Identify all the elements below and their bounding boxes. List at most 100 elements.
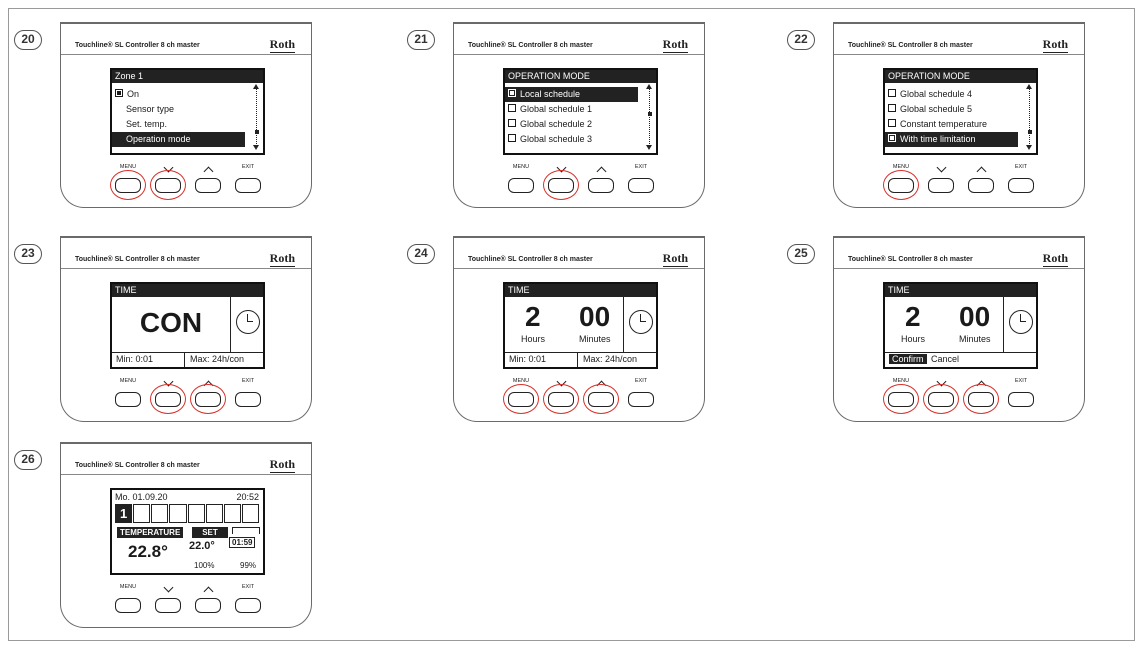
chevron-down-icon	[936, 162, 947, 173]
menu-item[interactable]: Local schedule	[505, 87, 638, 102]
up-button[interactable]	[195, 178, 221, 193]
screen-header: Zone 1	[112, 70, 263, 83]
exit-button[interactable]	[235, 598, 261, 613]
up-button[interactable]	[588, 178, 614, 193]
scroll-thumb	[648, 112, 652, 116]
menu-button[interactable]	[115, 392, 141, 407]
menu-item[interactable]: Global schedule 3	[505, 132, 656, 147]
step-number: 24	[407, 244, 435, 264]
controller-device: Touchline® SL Controller 8 ch master Roth…	[453, 236, 705, 422]
exit-button[interactable]	[1008, 178, 1034, 193]
step-number: 23	[14, 244, 42, 264]
menu-item[interactable]: Global schedule 1	[505, 102, 656, 117]
hours-label: Hours	[521, 334, 546, 344]
menu-item[interactable]: On	[112, 87, 263, 102]
time-label: 20:52	[236, 492, 259, 502]
zone-cell[interactable]	[223, 504, 241, 523]
brand-logo: Roth	[662, 251, 689, 267]
menu-button[interactable]	[508, 178, 534, 193]
up-button[interactable]	[968, 178, 994, 193]
exit-button[interactable]	[628, 178, 654, 193]
menu-item[interactable]: Set. temp.	[112, 117, 263, 132]
confirm-button[interactable]: Confirm	[889, 354, 927, 364]
screen-header: OPERATION MODE	[505, 70, 656, 83]
scrollbar[interactable]	[1026, 84, 1032, 150]
hours-value: 2	[525, 301, 541, 332]
step-number: 20	[14, 30, 42, 50]
device-title: Touchline® SL Controller 8 ch master	[75, 256, 200, 263]
device-title: Touchline® SL Controller 8 ch master	[468, 42, 593, 49]
title-divider	[61, 268, 311, 269]
screen-header: TIME	[112, 284, 263, 297]
clock-icon	[236, 310, 260, 334]
down-button[interactable]	[928, 178, 954, 193]
screen-header: TIME	[505, 284, 656, 297]
menu-item-label: Set. temp.	[126, 119, 168, 129]
down-button[interactable]	[155, 598, 181, 613]
minutes-label: Minutes	[959, 334, 991, 344]
menu-item-label: On	[127, 89, 140, 99]
menu-item-label: Local schedule	[520, 89, 581, 99]
menu-item[interactable]: With time limitation	[885, 132, 1018, 147]
checkbox-icon	[888, 134, 896, 142]
checkbox-icon	[115, 89, 123, 97]
checkbox-icon	[888, 89, 896, 97]
zone-cell[interactable]	[133, 504, 151, 523]
checkbox-icon	[888, 119, 896, 127]
menu-item-label: Global schedule 4	[900, 89, 973, 99]
zone-cell[interactable]	[169, 504, 187, 523]
exit-label: EXIT	[634, 164, 648, 170]
time-value: CON	[139, 307, 203, 338]
up-button[interactable]	[195, 598, 221, 613]
chevron-up-icon	[596, 166, 607, 177]
title-divider	[834, 54, 1084, 55]
title-divider	[454, 268, 704, 269]
menu-item[interactable]: Constant temperature	[885, 117, 1036, 132]
zone-cell[interactable]	[151, 504, 169, 523]
exit-button[interactable]	[1008, 392, 1034, 407]
exit-button[interactable]	[628, 392, 654, 407]
menu-button[interactable]	[115, 598, 141, 613]
signal-strength: 100%	[194, 561, 215, 570]
zone-cell[interactable]	[205, 504, 223, 523]
menu-item[interactable]: Global schedule 2	[505, 117, 656, 132]
menu-button-highlight	[883, 384, 919, 414]
screen-footer: Confirm Cancel	[885, 352, 1036, 367]
device-title: Touchline® SL Controller 8 ch master	[75, 42, 200, 49]
chevron-up-icon	[976, 166, 987, 177]
device-title: Touchline® SL Controller 8 ch master	[468, 256, 593, 263]
min-value: Min: 0:01	[509, 354, 547, 364]
title-divider	[834, 268, 1084, 269]
menu-label: MENU	[892, 378, 910, 384]
exit-button[interactable]	[235, 178, 261, 193]
zone-cell-active[interactable]: 1	[115, 504, 133, 523]
cancel-button[interactable]: Cancel	[931, 354, 960, 364]
zone-cell[interactable]	[241, 504, 259, 523]
down-button-highlight	[923, 384, 959, 414]
menu-item[interactable]: Sensor type	[112, 102, 263, 117]
zone-cell[interactable]	[187, 504, 205, 523]
menu-label: MENU	[512, 378, 530, 384]
checkbox-icon	[888, 104, 896, 112]
menu-item[interactable]: Global schedule 4	[885, 87, 1036, 102]
exit-button[interactable]	[235, 392, 261, 407]
scrollbar[interactable]	[253, 84, 259, 150]
menu-item[interactable]: Operation mode	[112, 132, 245, 147]
menu-item[interactable]: Global schedule 5	[885, 102, 1036, 117]
hours-label: Hours	[901, 334, 926, 344]
scrollbar[interactable]	[646, 84, 652, 150]
exit-label: EXIT	[1014, 378, 1028, 384]
